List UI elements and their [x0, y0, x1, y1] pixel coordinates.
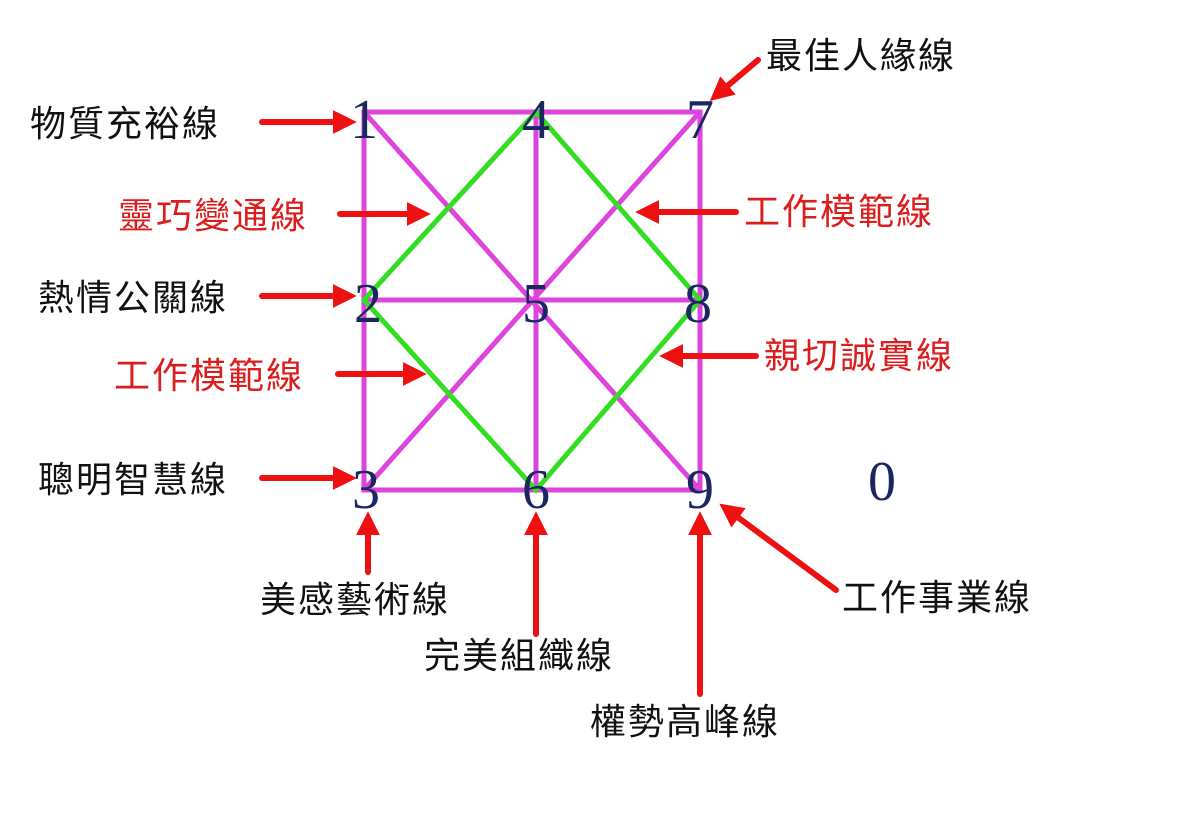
label-best-popularity: 最佳人緣線: [766, 36, 956, 77]
arrow-work-career: [719, 503, 839, 593]
diamond-lines: [360, 108, 704, 494]
label-work-career: 工作事業線: [842, 578, 1032, 619]
label-kind-honest: 親切誠實線: [764, 336, 954, 377]
label-material-abundance: 物質充裕線: [30, 104, 220, 145]
label-aesthetic-art: 美感藝術線: [260, 580, 450, 621]
diamond-2-4-8-6: [360, 108, 704, 494]
digit-2: 2: [354, 273, 382, 335]
arrow-best-popularity: [709, 57, 761, 101]
label-power-peak: 權勢高峰線: [590, 702, 780, 743]
digit-1: 1: [350, 89, 378, 151]
label-smart-wisdom: 聰明智慧線: [38, 460, 228, 501]
digit-8: 8: [684, 273, 712, 335]
digit-4: 4: [522, 89, 550, 151]
arrows: [259, 57, 839, 697]
digit-7: 7: [686, 89, 714, 151]
label-passion-pr: 熱情公關線: [38, 278, 228, 319]
digit-3: 3: [352, 459, 380, 521]
label-work-model-left: 工作模範線: [114, 356, 304, 397]
label-work-model-right: 工作模範線: [744, 192, 934, 233]
label-agile-adaptability: 靈巧變通線: [118, 196, 308, 237]
digit-9: 9: [686, 459, 714, 521]
label-perfect-organization: 完美組織線: [424, 636, 614, 677]
line-labels: 物質充裕線 最佳人緣線 靈巧變通線 工作模範線 熱情公關線 工作模範線 親切誠實…: [30, 36, 1032, 743]
digit-5: 5: [522, 273, 550, 335]
digit-6: 6: [522, 459, 550, 521]
digit-0: 0: [868, 451, 896, 513]
grid-digits: 1 4 7 2 5 8 3 6 9 0: [350, 89, 896, 521]
grid-lines: [361, 109, 703, 493]
diagonal-7-3: [362, 110, 702, 492]
